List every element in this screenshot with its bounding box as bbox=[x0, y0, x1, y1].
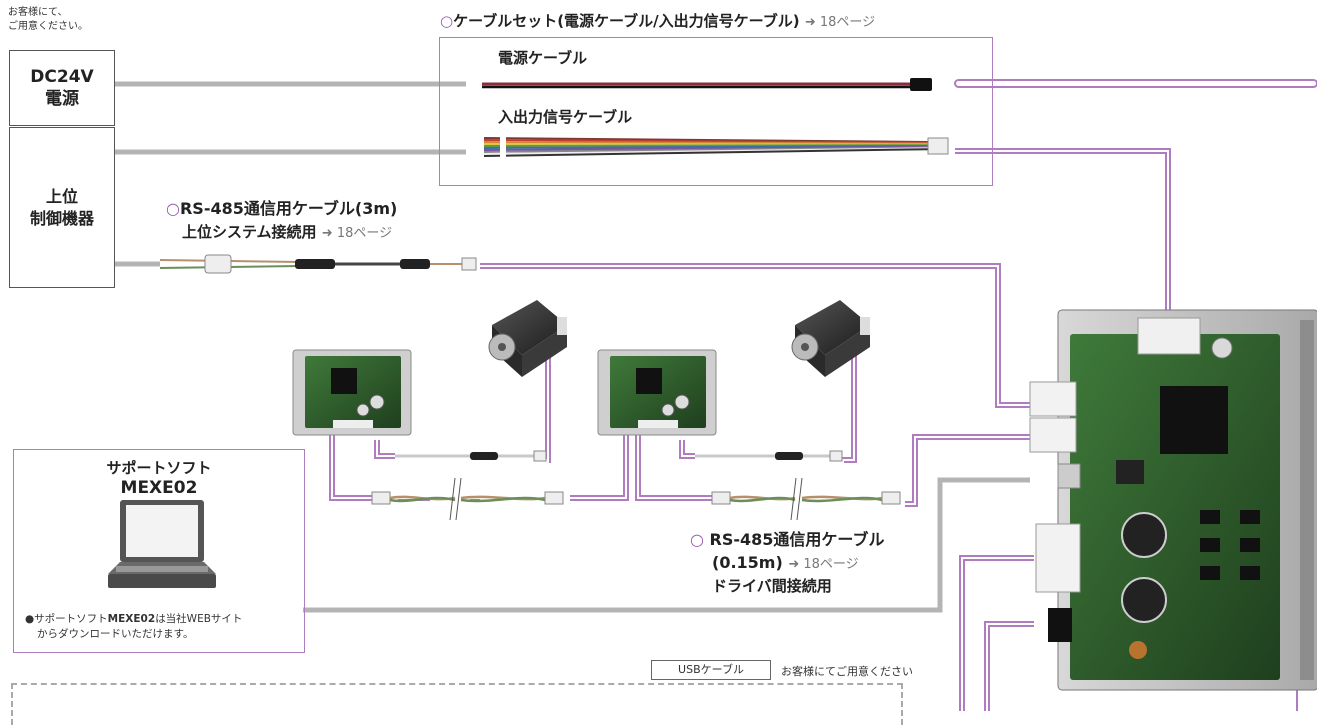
cable-set-title-text: ケーブルセット(電源ケーブル/入出力信号ケーブル) bbox=[453, 12, 800, 30]
stepping-motor-icon bbox=[792, 300, 870, 377]
support-software-note: ●サポートソフトMEXE02は当社WEBサイト からダウンロードいただけます。 bbox=[25, 612, 297, 642]
power-box-line1: DC24V bbox=[30, 66, 93, 88]
rs485-chain-cable-2 bbox=[712, 478, 900, 520]
support-software-label: サポートソフト bbox=[13, 458, 305, 478]
power-box-line2: 電源 bbox=[45, 88, 79, 110]
motor-cable-1 bbox=[395, 451, 546, 461]
rs485-driver-length-text: (0.15m) bbox=[712, 553, 783, 572]
ferrite-core-icon bbox=[400, 259, 430, 269]
rs485-driver-title-text: RS-485通信用ケーブル bbox=[710, 530, 885, 549]
motor-cable-2 bbox=[695, 451, 842, 461]
rs485-driver-cable-title: ○ RS-485通信用ケーブル bbox=[690, 530, 884, 550]
connector-icon bbox=[462, 258, 476, 270]
circle-marker: ○ bbox=[440, 12, 453, 30]
driver-board-icon bbox=[598, 350, 716, 435]
note-part2: は当社WEBサイト bbox=[155, 613, 242, 625]
rs485-driver-cable-subtitle: ドライバ間接続用 bbox=[712, 576, 832, 596]
rs485-host-cable-subtitle: 上位システム接続用 ➜ 18ページ bbox=[182, 222, 392, 244]
page-reference: ➜ 18ページ bbox=[805, 15, 875, 30]
dc24v-power-box: DC24V 電源 bbox=[9, 50, 115, 126]
dashed-section-frame bbox=[11, 683, 903, 725]
host-controller-box: 上位 制御機器 bbox=[9, 127, 115, 288]
page-reference: ➜ 18ページ bbox=[322, 226, 392, 241]
rs485-host-title-text: RS-485通信用ケーブル(3m) bbox=[180, 199, 397, 218]
circle-marker: ○ bbox=[690, 530, 704, 549]
stepping-motor-icon bbox=[489, 300, 567, 377]
rs485-host-cable bbox=[160, 255, 476, 273]
connector-icon bbox=[205, 255, 231, 273]
host-box-line1: 上位 bbox=[46, 186, 78, 208]
note-line2: からダウンロードいただけます。 bbox=[25, 627, 297, 642]
io-signal-cable-label: 入出力信号ケーブル bbox=[498, 106, 632, 127]
ferrite-core-icon bbox=[295, 259, 335, 269]
page-reference: ➜ 18ページ bbox=[788, 557, 858, 572]
support-software-title: サポートソフト MEXE02 bbox=[13, 458, 305, 498]
note-part1: サポートソフト bbox=[34, 613, 108, 625]
rs485-host-cable-title: ○RS-485通信用ケーブル(3m) bbox=[166, 199, 397, 219]
customer-prepare-note: お客様にて、 ご用意ください。 bbox=[8, 6, 88, 34]
host-box-line2: 制御機器 bbox=[30, 208, 94, 230]
usb-cable-label: USBケーブル bbox=[651, 660, 771, 680]
rs485-host-subtitle-text: 上位システム接続用 bbox=[182, 223, 317, 241]
rs485-driver-cable-length: (0.15m) ➜ 18ページ bbox=[712, 553, 859, 575]
circle-marker: ○ bbox=[166, 199, 180, 218]
driver-board-icon bbox=[293, 350, 411, 435]
power-cable-label: 電源ケーブル bbox=[498, 47, 587, 68]
main-driver-board bbox=[1030, 310, 1317, 690]
usb-cable-note: お客様にてご用意ください bbox=[781, 663, 913, 679]
cable-set-title: ○ケーブルセット(電源ケーブル/入出力信号ケーブル) ➜ 18ページ bbox=[440, 10, 875, 31]
note-line: ご用意ください。 bbox=[8, 20, 88, 34]
bullet: ● bbox=[25, 613, 34, 625]
note-software-name: MEXE02 bbox=[108, 613, 156, 625]
support-software-name: MEXE02 bbox=[13, 478, 305, 498]
note-line: お客様にて、 bbox=[8, 6, 88, 20]
